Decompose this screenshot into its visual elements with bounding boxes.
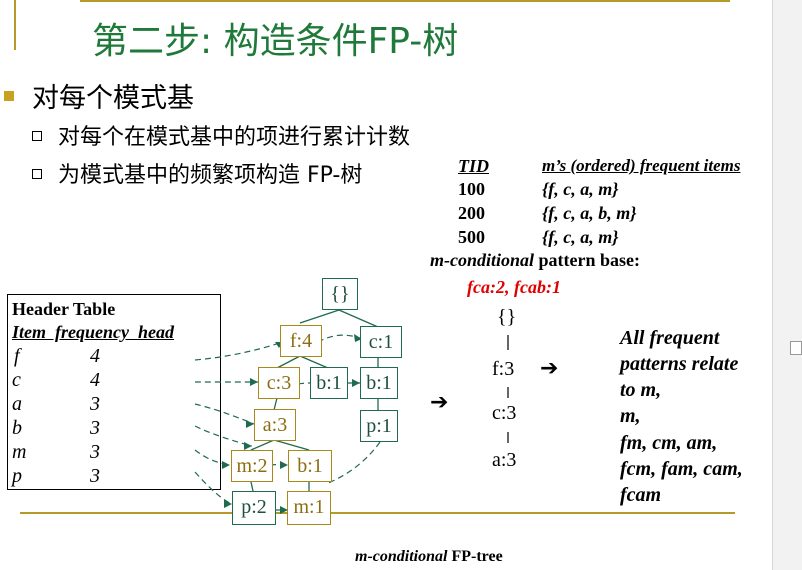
fp-node-m2: m:2 [231, 450, 273, 482]
items-header: m’s (ordered) frequent items [542, 156, 741, 175]
header-item: a [12, 393, 22, 415]
bullet-sub1: 对每个在模式基中的项进行累计计数 [58, 125, 411, 150]
arrow-icon: ➔ [540, 356, 559, 381]
fp-node-c1: c:1 [360, 326, 402, 358]
pattern-base-value: fca:2, fcab:1 [467, 277, 561, 297]
pattern-base-label-rest: pattern base: [534, 250, 641, 270]
arrow-icon: ➔ [430, 390, 449, 415]
fp-node-a3: a:3 [254, 409, 296, 441]
bullet-square-icon [4, 91, 14, 101]
scrollbar-button[interactable] [790, 341, 802, 355]
items-row-1: {f, c, a, m} [542, 179, 619, 199]
bullet-main: 对每个模式基 [32, 83, 194, 114]
fp-node-c3: c:3 [258, 367, 300, 399]
header-freq: 3 [90, 417, 100, 439]
tid-row-1: 100 [458, 179, 485, 199]
scrollbar[interactable] [772, 0, 802, 570]
header-table-columns: Item frequency head [12, 322, 174, 342]
pattern-base-label-italic: m-conditional [430, 250, 535, 270]
fp-node-b1-c: b:1 [288, 450, 332, 482]
header-item: f [14, 345, 20, 367]
slide-title: 第二步: 构造条件FP-树 [92, 21, 459, 62]
fp-node-p2: p:2 [232, 491, 276, 525]
conditional-node-c3: c:3 [492, 402, 517, 424]
fp-node-p1: p:1 [360, 410, 398, 442]
fp-node-m1: m:1 [287, 491, 331, 525]
header-table [7, 294, 221, 490]
header-item: c [12, 369, 21, 391]
header-item: m [12, 441, 27, 463]
header-freq: 3 [90, 465, 100, 487]
fp-node-b1-a: b:1 [310, 367, 348, 399]
fp-tree-root: {} [322, 278, 358, 310]
pattern-line: patterns relate [620, 353, 739, 375]
header-freq: 4 [90, 345, 100, 367]
conditional-root: {} [497, 306, 517, 328]
pattern-line: All frequent [620, 327, 720, 349]
bullet-hollow-icon [32, 131, 42, 141]
header-item: b [12, 417, 22, 439]
tid-header: TID [458, 156, 489, 176]
conditional-node-a3: a:3 [492, 449, 517, 471]
tid-row-3: 500 [458, 227, 485, 247]
pattern-line: fm, cm, am, [620, 432, 718, 454]
items-row-3: {f, c, a, m} [542, 227, 619, 247]
pattern-line: fcam [620, 484, 662, 506]
caption-italic: m-conditional [355, 548, 448, 565]
fp-node-b1-b: b:1 [360, 367, 398, 399]
pattern-line: to m, [620, 379, 662, 401]
pattern-base-label: m-conditional pattern base: [430, 250, 640, 271]
conditional-node-f3: f:3 [492, 358, 515, 380]
bullet-hollow-icon [32, 169, 42, 179]
conditional-tree-caption: m-conditional FP-tree [355, 548, 503, 566]
header-freq: 4 [90, 369, 100, 391]
header-freq: 3 [90, 441, 100, 463]
fp-node-f4: f:4 [280, 325, 322, 357]
caption-rest: FP-tree [447, 548, 503, 565]
tid-row-2: 200 [458, 203, 485, 223]
pattern-line: fcm, fam, cam, [620, 458, 743, 480]
bullet-sub2: 为模式基中的频繁项构造 FP-树 [58, 163, 363, 188]
items-row-2: {f, c, a, b, m} [542, 203, 637, 223]
pattern-line: m, [620, 405, 641, 427]
header-freq: 3 [90, 393, 100, 415]
header-table-title: Header Table [12, 299, 116, 319]
header-item: p [12, 465, 22, 487]
